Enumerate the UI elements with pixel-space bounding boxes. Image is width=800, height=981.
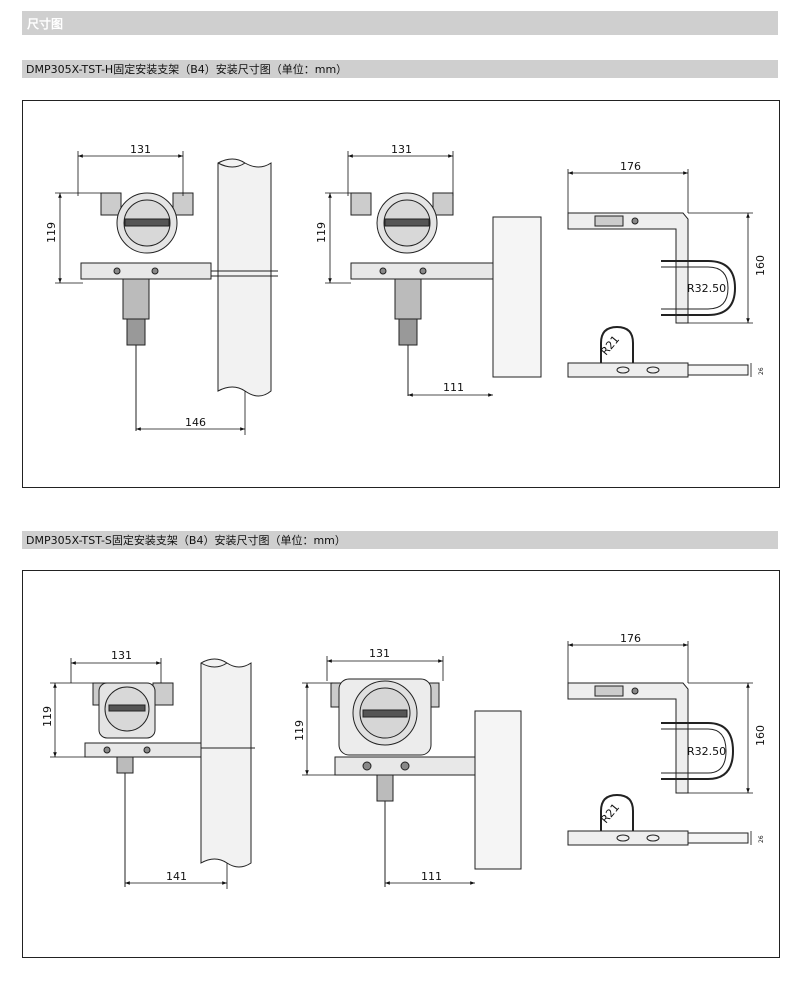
wall-mount-width: 131 (391, 143, 412, 156)
pipe-mount-offset: 146 (185, 416, 206, 429)
wall-mount-dimensions (325, 151, 493, 397)
section-title: 尺寸图 (27, 16, 64, 31)
bracket-radius-large: R32.50 (687, 282, 726, 295)
diagram-2-drawing: 131 119 141 131 119 111 (41, 632, 767, 889)
pipe-mount-dimensions (55, 151, 246, 435)
wall-mount-width: 131 (369, 647, 390, 660)
diagram-2-title: DMP305X-TST-S固定安装支架（B4）安装尺寸图（单位：mm） (26, 534, 346, 547)
pipe-mount-width: 131 (130, 143, 151, 156)
wall-mount-offset: 111 (443, 381, 464, 394)
bracket-width: 176 (620, 160, 641, 173)
wall-mount-offset: 111 (421, 870, 442, 883)
pipe-mount-view (80, 158, 278, 431)
pipe-mount-height: 119 (45, 222, 58, 243)
bracket-radius-large: R32.50 (687, 745, 726, 758)
diagram-1-frame: 131 119 146 131 119 111 (22, 100, 780, 488)
diagram-2-frame: 131 119 141 131 119 111 (22, 570, 780, 958)
bracket-view (567, 212, 749, 378)
pipe-mount-offset: 141 (166, 870, 187, 883)
pipe-mount-height: 119 (41, 706, 54, 727)
diagram-1-drawing: 131 119 146 131 119 111 (45, 143, 767, 435)
wall-mount-dimensions (302, 656, 475, 885)
wall-mount-height: 119 (293, 720, 306, 741)
bracket-height: 160 (754, 255, 767, 276)
bracket-thickness: 26 (758, 367, 765, 375)
diagram-1-header: DMP305X-TST-H固定安装支架（B4）安装尺寸图（单位：mm） (22, 60, 778, 78)
wall-mount-view (330, 678, 522, 887)
bracket-height: 160 (754, 725, 767, 746)
bracket-dimensions (567, 641, 753, 845)
diagram-1-title: DMP305X-TST-H固定安装支架（B4）安装尺寸图（单位：mm） (26, 63, 348, 76)
pipe-mount-view (84, 658, 255, 887)
bracket-width: 176 (620, 632, 641, 645)
pipe-mount-width: 131 (111, 649, 132, 662)
wall-mount-view (350, 192, 542, 396)
bracket-dimensions (567, 169, 753, 377)
pipe-mount-dimensions (50, 658, 228, 889)
bracket-thickness: 26 (758, 835, 765, 843)
bracket-view (567, 682, 749, 846)
section-header: 尺寸图 (22, 11, 778, 35)
wall-mount-height: 119 (315, 222, 328, 243)
diagram-2-header: DMP305X-TST-S固定安装支架（B4）安装尺寸图（单位：mm） (22, 531, 778, 549)
